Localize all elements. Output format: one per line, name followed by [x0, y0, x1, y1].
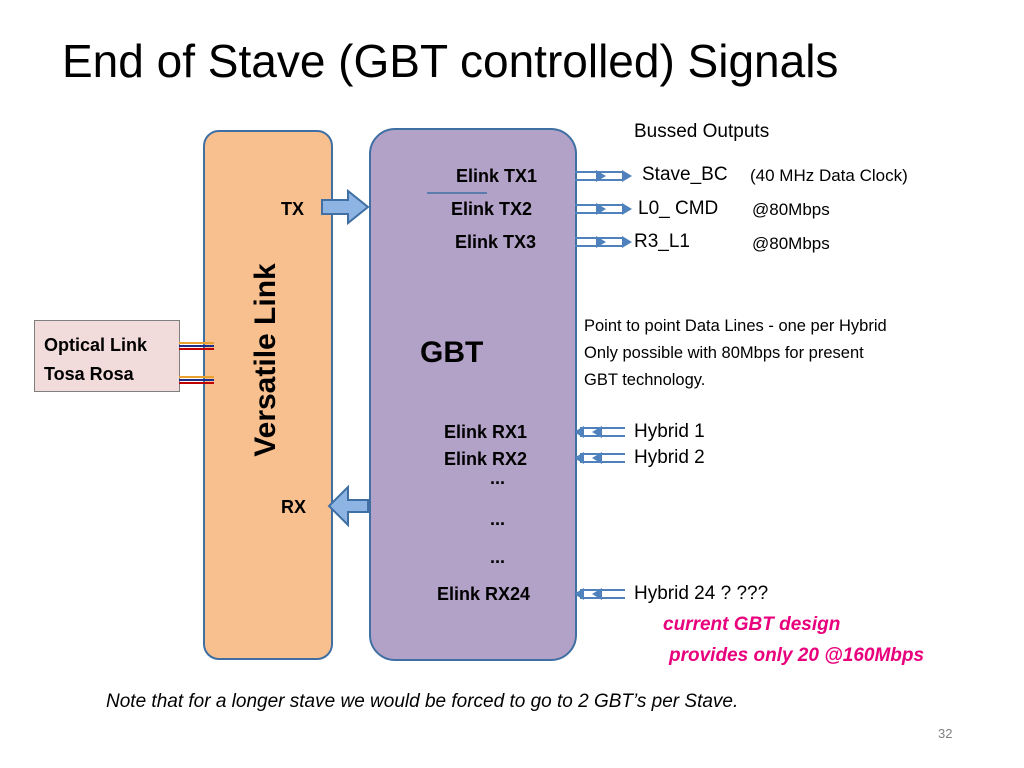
elink-rx2-label: Elink RX2 [444, 449, 528, 469]
gbt-block [369, 128, 577, 661]
point-to-point-note: Point to point Data Lines - one per Hybr… [584, 313, 887, 394]
hybrid-2-label: Hybrid 2 [634, 447, 705, 468]
elink-tx2-label: Elink TX2 [451, 199, 533, 219]
output-l0-cmd: L0_ CMD [638, 198, 719, 219]
optical-connector-top [179, 342, 214, 350]
elink-rx1-label: Elink RX1 [444, 422, 528, 442]
note-line-1: Point to point Data Lines - one per Hybr… [584, 317, 887, 335]
page-number: 32 [938, 726, 953, 741]
note-line-2: Only possible with 80Mbps for present [584, 344, 864, 362]
optical-link-line1: Optical Link [44, 335, 148, 355]
tx-arrow [321, 188, 370, 226]
ellipsis-2: ... [490, 509, 506, 529]
optical-link-line2: Tosa Rosa [44, 364, 134, 384]
rx-arrow [327, 484, 369, 528]
output-arrow-tx3 [575, 236, 632, 248]
optical-connector-bottom [179, 376, 214, 384]
output-l0-cmd-detail: @80Mbps [752, 200, 830, 219]
ellipsis-1: ... [490, 468, 506, 488]
tx-label: TX [281, 199, 305, 219]
rx-label: RX [281, 497, 307, 517]
footnote: Note that for a longer stave we would be… [106, 691, 739, 712]
output-arrow-tx2 [575, 203, 632, 215]
bussed-outputs-heading: Bussed Outputs [634, 121, 770, 142]
elink-tx1-label: Elink TX1 [456, 166, 538, 186]
optical-link-label: Optical Link Tosa Rosa [44, 331, 147, 389]
elink-tx3-label: Elink TX3 [455, 232, 537, 252]
design-note-line-1: current GBT design [663, 614, 841, 635]
hybrid-24-label: Hybrid 24 ? ??? [634, 583, 769, 604]
output-stave-bc-detail: (40 MHz Data Clock) [750, 166, 908, 185]
design-note-line-2: provides only 20 @160Mbps [669, 645, 925, 666]
hybrid-1-label: Hybrid 1 [634, 421, 705, 442]
versatile-link-block [203, 130, 333, 660]
input-arrow-rx24 [574, 588, 625, 600]
optical-link-box [34, 320, 180, 392]
gbt-label: GBT [420, 336, 484, 369]
output-stave-bc: Stave_BC [642, 164, 728, 185]
output-r3-l1: R3_L1 [634, 231, 690, 252]
output-r3-l1-detail: @80Mbps [752, 234, 830, 253]
note-line-3: GBT technology. [584, 371, 706, 389]
ellipsis-3: ... [490, 547, 506, 567]
input-arrow-rx1 [574, 426, 625, 438]
output-arrow-tx1 [575, 170, 632, 182]
slide-title: End of Stave (GBT controlled) Signals [62, 35, 839, 87]
input-arrow-rx2 [574, 452, 625, 464]
elink-rx24-label: Elink RX24 [437, 584, 531, 604]
